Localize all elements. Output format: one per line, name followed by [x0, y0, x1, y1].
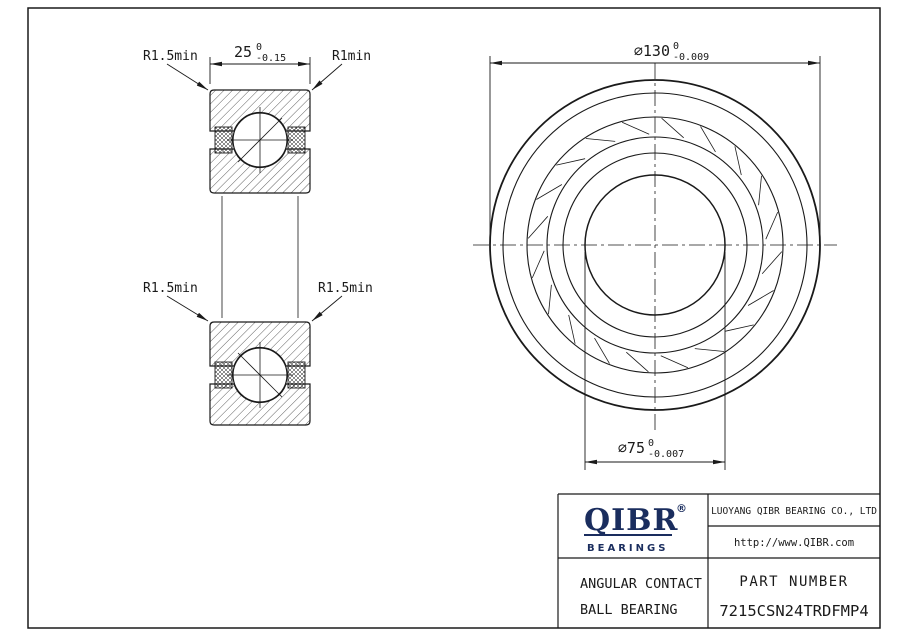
cage-lower-left — [214, 361, 233, 389]
cage-upper-right — [287, 126, 306, 154]
bore-tol-lower: -0.007 — [648, 449, 684, 460]
width-tol-upper: 0 — [256, 42, 262, 53]
brand-logo: QIBR — [584, 503, 679, 538]
part-number-label: PART NUMBER — [739, 574, 848, 590]
od-value: ⌀130 — [634, 42, 670, 60]
ball-lower-center-marks — [227, 342, 293, 408]
od-extension-lines — [489, 56, 821, 238]
bore-lines — [221, 196, 299, 318]
fillet-label-bottom-left: R1.5min — [143, 281, 198, 296]
title-block-grid — [557, 493, 880, 628]
cage-upper-left — [214, 126, 233, 154]
title-block: QIBR ® BEARINGS LUOYANG QIBR BEARING CO.… — [557, 493, 880, 628]
drawing-frame — [27, 7, 881, 629]
cage-ticks — [527, 117, 783, 373]
bore-value: ⌀75 — [618, 439, 645, 457]
front-dimensions: ⌀130 0 -0.009 ⌀75 0 -0.007 — [489, 41, 821, 470]
product-name-line2: BALL BEARING — [580, 602, 678, 618]
section-view — [209, 89, 311, 426]
registered-trademark-icon: ® — [676, 502, 687, 515]
section-dimensions: 25 0 -0.15 R1.5min R1min R1.5min R1.5min — [143, 42, 373, 322]
leader-top-right — [311, 63, 343, 91]
brand-tagline: BEARINGS — [587, 543, 668, 554]
company-name: LUOYANG QIBR BEARING CO., LTD — [711, 506, 877, 517]
cage-lower-right — [287, 361, 306, 389]
company-website: http://www.QIBR.com — [734, 537, 854, 549]
fillet-label-top-left: R1.5min — [143, 49, 198, 64]
product-name-line1: ANGULAR CONTACT — [580, 576, 702, 592]
fillet-label-top-right: R1min — [332, 49, 371, 64]
od-tol-upper: 0 — [673, 41, 679, 52]
bore-tol-upper: 0 — [648, 438, 654, 449]
width-dim-value: 25 — [234, 43, 252, 61]
part-number-value: 7215CSN24TRDFMP4 — [719, 602, 868, 620]
leader-bottom-right — [311, 295, 343, 322]
od-tol-lower: -0.009 — [673, 52, 709, 63]
leader-top-left — [166, 63, 209, 91]
width-tol-lower: -0.15 — [256, 53, 286, 64]
ball-upper-center-marks — [227, 107, 293, 173]
fillet-label-bottom-right: R1.5min — [318, 281, 373, 296]
front-view — [473, 63, 837, 430]
width-extension-lines — [209, 57, 311, 84]
leader-bottom-left — [166, 295, 209, 322]
bore-extension-lines — [584, 252, 726, 470]
